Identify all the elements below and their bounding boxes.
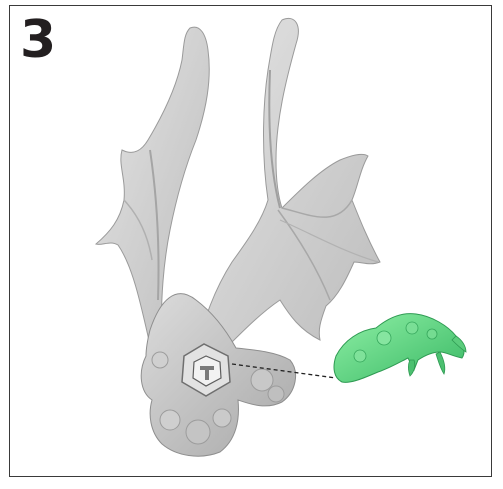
dragon-model-icon bbox=[96, 18, 380, 456]
green-leg-part-icon bbox=[334, 314, 466, 383]
right-wing bbox=[196, 18, 380, 350]
